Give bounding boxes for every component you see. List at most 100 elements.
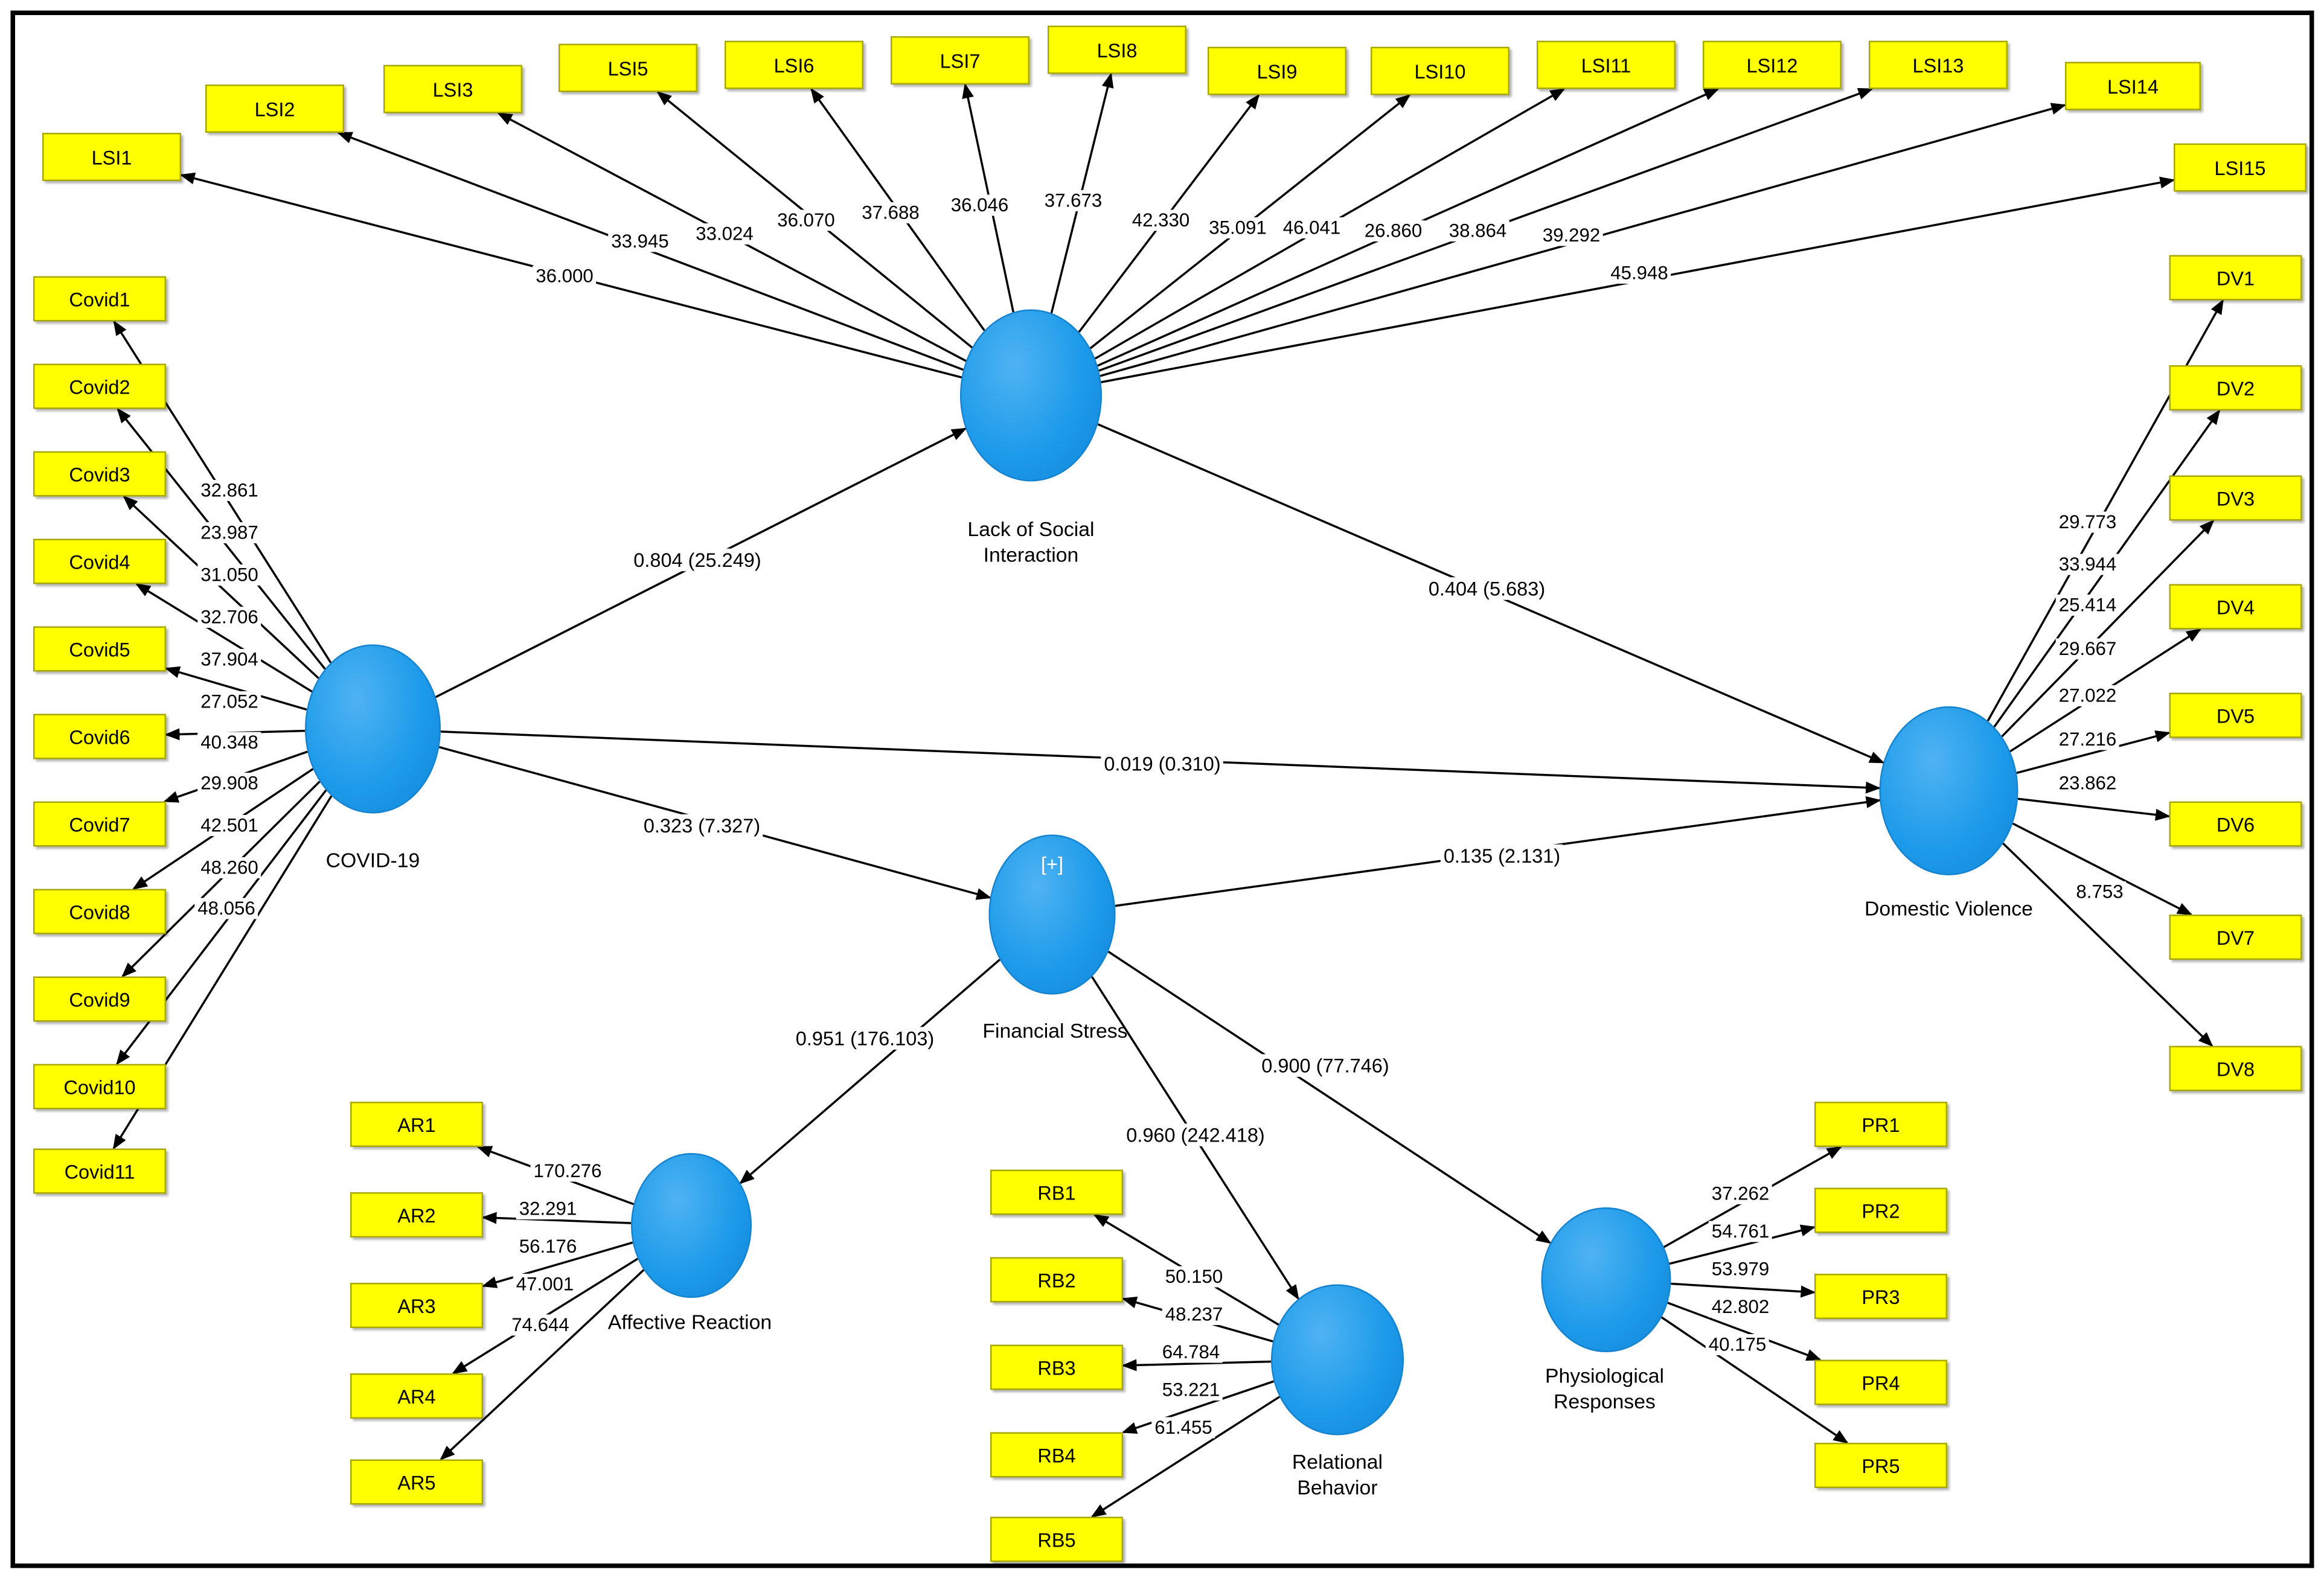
indicator-RB5[interactable]: RB5 — [990, 1516, 1123, 1562]
loading-arrow-PR2 — [1669, 1224, 1816, 1265]
path-coefficient-covid-lsi: 0.804 (25.249) — [630, 548, 764, 572]
indicator-Covid11[interactable]: Covid11 — [33, 1148, 166, 1194]
indicator-RB2[interactable]: RB2 — [990, 1257, 1123, 1303]
loading-arrow-AR2 — [481, 1212, 632, 1224]
loading-DV4: 29.667 — [2055, 638, 2120, 660]
indicator-LSI11[interactable]: LSI11 — [1537, 40, 1676, 89]
indicator-LSI1[interactable]: LSI1 — [42, 133, 181, 181]
loading-RB5: 61.455 — [1151, 1417, 1215, 1439]
indicator-AR4[interactable]: AR4 — [350, 1373, 483, 1419]
indicator-label: LSI11 — [1581, 53, 1631, 77]
indicator-label: PR4 — [1861, 1371, 1900, 1394]
indicator-Covid3[interactable]: Covid3 — [33, 451, 166, 497]
indicator-label: Covid6 — [69, 725, 130, 748]
indicator-DV7[interactable]: DV7 — [2169, 915, 2302, 960]
indicator-LSI13[interactable]: LSI13 — [1869, 40, 2008, 89]
construct-label-dv: Domestic Violence — [1865, 897, 2033, 920]
indicator-LSI10[interactable]: LSI10 — [1371, 46, 1509, 95]
indicator-label: DV1 — [2216, 266, 2255, 289]
indicator-label: DV8 — [2216, 1057, 2255, 1080]
indicator-Covid7[interactable]: Covid7 — [33, 801, 166, 847]
indicator-RB3[interactable]: RB3 — [990, 1344, 1123, 1390]
indicator-Covid5[interactable]: Covid5 — [33, 626, 166, 672]
construct-fs[interactable]: [+] — [988, 834, 1116, 995]
indicator-Covid4[interactable]: Covid4 — [33, 538, 166, 584]
indicator-label: RB3 — [1037, 1356, 1076, 1379]
indicator-DV4[interactable]: DV4 — [2169, 584, 2302, 630]
indicator-DV5[interactable]: DV5 — [2169, 692, 2302, 738]
indicator-PR2[interactable]: PR2 — [1814, 1187, 1947, 1233]
indicator-LSI8[interactable]: LSI8 — [1048, 25, 1186, 74]
loading-LSI8: 37.673 — [1041, 190, 1106, 211]
indicator-LSI6[interactable]: LSI6 — [725, 40, 863, 89]
loading-arrow-PR3 — [1671, 1282, 1816, 1298]
path-arrow-fs-ar — [739, 959, 1000, 1184]
indicator-AR2[interactable]: AR2 — [350, 1192, 483, 1238]
indicator-AR1[interactable]: AR1 — [350, 1102, 483, 1147]
indicator-label: PR1 — [1861, 1113, 1900, 1136]
indicator-Covid2[interactable]: Covid2 — [33, 363, 166, 409]
indicator-AR5[interactable]: AR5 — [350, 1459, 483, 1505]
loading-Covid5: 37.904 — [197, 649, 261, 670]
construct-pr[interactable] — [1541, 1207, 1671, 1352]
indicator-DV3[interactable]: DV3 — [2169, 475, 2302, 521]
indicator-label: DV6 — [2216, 813, 2255, 835]
loading-Covid11: 48.056 — [194, 898, 258, 919]
indicator-label: RB5 — [1037, 1528, 1076, 1551]
indicator-PR3[interactable]: PR3 — [1814, 1274, 1947, 1319]
construct-lsi[interactable] — [960, 309, 1102, 482]
indicator-LSI15[interactable]: LSI15 — [2174, 143, 2306, 192]
construct-label-rb: Relational Behavior — [1292, 1450, 1383, 1499]
indicator-PR5[interactable]: PR5 — [1814, 1443, 1947, 1488]
indicator-DV8[interactable]: DV8 — [2169, 1046, 2302, 1091]
indicator-DV6[interactable]: DV6 — [2169, 801, 2302, 847]
indicator-LSI12[interactable]: LSI12 — [1703, 40, 1842, 89]
indicator-LSI2[interactable]: LSI2 — [205, 85, 344, 133]
loading-arrow-Covid3 — [123, 495, 319, 679]
indicator-label: PR5 — [1861, 1454, 1900, 1477]
collapsed-indicators-symbol[interactable]: [+] — [1040, 852, 1064, 876]
indicator-RB1[interactable]: RB1 — [990, 1169, 1123, 1215]
indicator-LSI14[interactable]: LSI14 — [2065, 62, 2201, 110]
path-coefficient-fs-dv: 0.135 (2.131) — [1440, 844, 1564, 867]
indicator-label: DV3 — [2216, 487, 2255, 509]
indicator-DV1[interactable]: DV1 — [2169, 255, 2302, 301]
indicator-Covid9[interactable]: Covid9 — [33, 976, 166, 1022]
construct-label-fs: Financial Stress — [982, 1019, 1128, 1043]
construct-dv[interactable] — [1879, 706, 2018, 875]
loading-Covid8: 29.908 — [197, 773, 261, 794]
indicator-DV2[interactable]: DV2 — [2169, 365, 2302, 410]
loading-Covid1: 32.861 — [197, 480, 261, 501]
loading-RB4: 53.221 — [1159, 1379, 1223, 1401]
indicator-LSI7[interactable]: LSI7 — [891, 36, 1029, 85]
indicator-PR1[interactable]: PR1 — [1814, 1102, 1947, 1147]
indicator-Covid8[interactable]: Covid8 — [33, 889, 166, 934]
indicator-RB4[interactable]: RB4 — [990, 1432, 1123, 1478]
loading-Covid4: 32.706 — [197, 607, 261, 628]
loading-LSI10: 35.091 — [1206, 217, 1270, 238]
indicator-Covid6[interactable]: Covid6 — [33, 714, 166, 759]
loading-AR3: 56.176 — [516, 1236, 580, 1257]
indicator-LSI3[interactable]: LSI3 — [383, 65, 522, 113]
path-coefficient-fs-rb: 0.960 (242.418) — [1123, 1123, 1268, 1146]
loading-Covid2: 23.987 — [197, 522, 261, 543]
indicator-label: DV5 — [2216, 704, 2255, 727]
loading-arrow-PR4 — [1667, 1302, 1822, 1361]
indicator-label: Covid11 — [64, 1160, 135, 1183]
construct-rb[interactable] — [1271, 1284, 1404, 1436]
indicator-label: DV2 — [2216, 376, 2255, 400]
indicator-AR3[interactable]: AR3 — [350, 1283, 483, 1328]
loading-LSI3: 33.024 — [693, 223, 757, 244]
indicator-Covid1[interactable]: Covid1 — [33, 276, 166, 322]
construct-covid[interactable] — [305, 644, 441, 814]
construct-ar[interactable] — [631, 1153, 752, 1298]
loading-AR1: 170.276 — [530, 1160, 605, 1182]
indicator-label: Covid3 — [69, 462, 130, 485]
indicator-PR4[interactable]: PR4 — [1814, 1359, 1947, 1405]
indicator-LSI9[interactable]: LSI9 — [1208, 46, 1346, 95]
indicator-LSI5[interactable]: LSI5 — [559, 43, 697, 92]
path-coefficient-lsi-dv: 0.404 (5.683) — [1425, 577, 1549, 600]
loading-LSI15: 45.948 — [1607, 263, 1671, 284]
indicator-Covid10[interactable]: Covid10 — [33, 1064, 166, 1110]
